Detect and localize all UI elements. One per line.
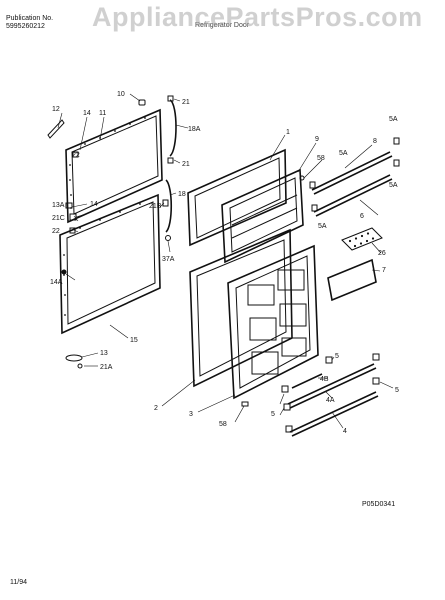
callout-5a-right: 5A xyxy=(389,182,398,189)
cap-5a-4 xyxy=(311,204,318,212)
shelf-rail-6-inner xyxy=(315,178,393,217)
callout-7: 7 xyxy=(382,267,386,274)
cap-5-upper xyxy=(325,356,333,364)
trim-strip xyxy=(47,119,65,139)
callout-4b: 4B xyxy=(320,376,329,383)
screw-21a xyxy=(77,363,83,369)
callout-11: 11 xyxy=(99,110,106,117)
callout-5-left: 5 xyxy=(271,411,275,418)
screw-22-upper xyxy=(72,151,79,158)
egg-tray-26 xyxy=(341,227,383,251)
callout-6: 6 xyxy=(360,213,364,220)
callout-22-top: 22 xyxy=(72,152,80,159)
cap-5-right-top xyxy=(372,353,380,361)
section-title: Refrigerator Door xyxy=(195,22,250,29)
callout-13: 13 xyxy=(100,350,108,357)
callout-4a: 4A xyxy=(326,397,335,404)
callout-3: 3 xyxy=(189,411,193,418)
cap-5-left-bottom xyxy=(283,403,291,411)
screw-37a xyxy=(165,235,171,241)
shelf-rail-6 xyxy=(313,174,391,213)
hinge-bushing xyxy=(138,99,146,106)
door-stop-13a xyxy=(65,202,73,209)
date-code: 11/94 xyxy=(10,579,27,586)
callout-9: 9 xyxy=(315,136,319,143)
callout-8: 8 xyxy=(373,138,377,145)
handle-screw-21-mid xyxy=(167,157,174,164)
callout-21-mid: 21 xyxy=(182,161,190,168)
callout-5-right: 5 xyxy=(395,387,399,394)
callout-18a: 18A xyxy=(188,126,201,133)
publication-number: 5995260212 xyxy=(6,23,45,30)
freezer-door-seal xyxy=(187,148,287,247)
callout-14-top: 14 xyxy=(83,110,91,117)
leader-lines xyxy=(57,93,394,429)
callout-21c: 21C xyxy=(52,215,65,222)
fresh-food-door-gasket xyxy=(59,193,161,335)
callout-13a: 13A xyxy=(52,202,65,209)
callout-5a-top: 5A xyxy=(389,116,398,123)
callout-58-lower: 58 xyxy=(219,421,227,428)
callout-5a-left: 5A xyxy=(339,150,348,157)
watermark: AppliancePartsPros.com xyxy=(92,2,423,32)
callout-26: 26 xyxy=(378,250,386,257)
publication-label: Publication No. xyxy=(6,15,54,22)
callout-5a-bottom: 5A xyxy=(318,223,327,230)
callout-18: 18 xyxy=(178,191,186,198)
cap-5a-3 xyxy=(309,181,316,189)
shelf-rail-4 xyxy=(289,391,377,433)
diagram-code: P05D0341 xyxy=(362,501,396,508)
freezer-handle-18a xyxy=(169,99,177,157)
callout-22-mid: 22 xyxy=(52,228,60,235)
callout-14-mid: 14 xyxy=(90,201,98,208)
shelf-rail-4a xyxy=(287,363,375,405)
callout-1: 1 xyxy=(286,129,290,136)
shelf-rail-8-inner xyxy=(313,155,393,195)
callout-4: 4 xyxy=(343,428,347,435)
callout-58-upper: 58 xyxy=(317,155,325,162)
cap-5-left-top xyxy=(281,385,289,393)
callout-5-upper: 5 xyxy=(335,353,339,360)
cap-5-left-low xyxy=(285,425,293,433)
callout-10: 10 xyxy=(117,91,125,98)
shelf-rail-4b xyxy=(291,373,323,389)
fresh-food-door-liner xyxy=(227,244,319,400)
callout-15: 15 xyxy=(130,337,138,344)
cap-5a-2 xyxy=(393,159,400,167)
cap-5a-1 xyxy=(393,137,400,145)
callout-21b: 21B xyxy=(149,203,162,210)
callout-labels: 12 14 11 10 21 18A 21 18 21B 37A 22 13A … xyxy=(50,91,399,435)
callout-21-top: 21 xyxy=(182,99,190,106)
freezer-door-liner xyxy=(221,168,304,264)
fresh-food-handle-18 xyxy=(165,179,173,233)
callout-14a: 14A xyxy=(50,279,63,286)
hinge-13 xyxy=(65,354,83,362)
callout-21a: 21A xyxy=(100,364,113,371)
handle-screw-21-top xyxy=(167,95,174,102)
callout-2: 2 xyxy=(154,405,158,412)
shelf-rail-8 xyxy=(311,151,391,191)
cap-5-right-bottom xyxy=(372,377,380,385)
fresh-food-door-seal xyxy=(189,228,293,388)
callout-37a: 37A xyxy=(162,256,175,263)
plug-14a xyxy=(61,269,67,275)
handle-bracket-21b xyxy=(162,199,169,207)
dairy-door-7 xyxy=(327,258,377,302)
shelf-rail-4a-inner xyxy=(289,367,377,409)
cap-58-lower xyxy=(241,401,249,407)
callout-12: 12 xyxy=(52,106,60,113)
